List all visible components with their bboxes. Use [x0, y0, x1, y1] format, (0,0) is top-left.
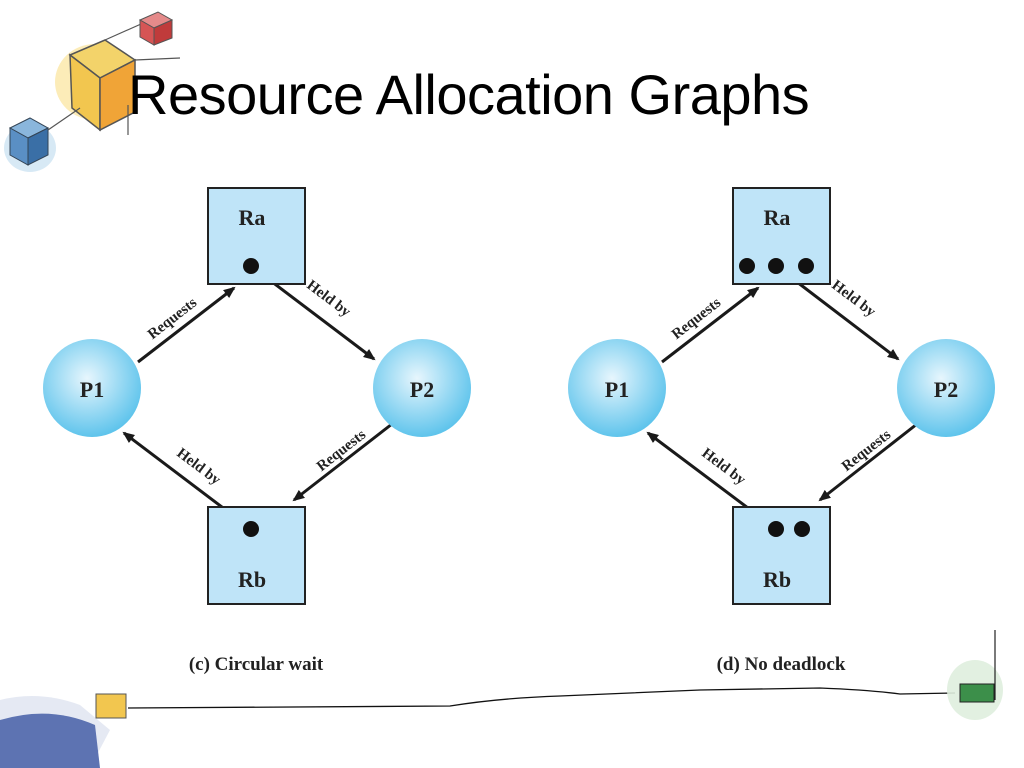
- process-p1-label: P1: [80, 377, 104, 402]
- resource-rb-instance: [768, 521, 784, 537]
- resource-rb-box: [732, 506, 831, 605]
- process-p1-node: [43, 339, 141, 437]
- edge-requests-p1-ra: [137, 286, 236, 364]
- edge-requests-p1-ra: [661, 286, 760, 364]
- diagram-no-deadlock: Ra Rb P1 P2 Requests Held by Requests He…: [568, 187, 995, 675]
- resource-ra-instance: [768, 258, 784, 274]
- edge-label-held-top: Held by: [828, 277, 878, 320]
- resource-ra-instance: [798, 258, 814, 274]
- edge-label-held-bottom: Held by: [173, 445, 223, 488]
- edge-requests-p2-rb: [292, 422, 393, 502]
- resource-rb-box: [207, 506, 306, 605]
- cube-clipart-icon: [4, 11, 181, 172]
- edge-label-held-top: Held by: [303, 277, 353, 320]
- diagram-circular-wait: Ra Rb P1 P2 Requests Held by Requests He…: [43, 187, 471, 675]
- process-p1-node: [568, 339, 666, 437]
- bottom-decoration-icon: [0, 630, 1003, 768]
- caption-circular-wait: (c) Circular wait: [189, 654, 324, 675]
- resource-rb-instance: [243, 521, 259, 537]
- resource-rb-label: Rb: [763, 567, 791, 592]
- resource-ra-instance: [243, 258, 259, 274]
- slide-title: Resource Allocation Graphs: [128, 63, 810, 126]
- process-p1-label: P1: [605, 377, 629, 402]
- resource-ra-instance: [739, 258, 755, 274]
- edge-label-held-bottom: Held by: [698, 445, 748, 488]
- process-p2-label: P2: [934, 377, 958, 402]
- edge-label-requests-bottom: Requests: [314, 427, 369, 475]
- edge-label-requests-bottom: Requests: [839, 427, 894, 475]
- resource-rb-instance: [794, 521, 810, 537]
- process-p2-node: [897, 339, 995, 437]
- process-p2-node: [373, 339, 471, 437]
- caption-no-deadlock: (d) No deadlock: [717, 654, 846, 675]
- resource-ra-label: Ra: [764, 205, 791, 230]
- process-p2-label: P2: [410, 377, 434, 402]
- resource-ra-label: Ra: [239, 205, 266, 230]
- resource-rb-label: Rb: [238, 567, 266, 592]
- edge-requests-p2-rb: [818, 422, 918, 502]
